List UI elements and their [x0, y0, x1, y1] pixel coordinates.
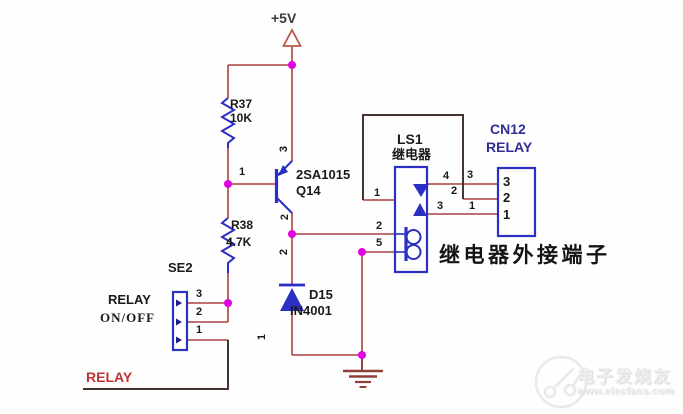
r38-value: 4.7K: [226, 235, 252, 249]
se2-ref: SE2: [168, 260, 193, 275]
relay-contact-upper: [413, 184, 429, 197]
resistor-r38: [220, 217, 236, 273]
caption-relay-terminal: 继电器外接端子: [439, 244, 611, 267]
se2-pin2-label: 2: [196, 306, 203, 318]
cn12-wire2-label: 2: [451, 185, 458, 197]
relay-net-wire: [83, 340, 229, 390]
ls1-ref: LS1: [397, 131, 423, 147]
transistor-q14: [274, 160, 293, 214]
net-label-relay: RELAY: [86, 369, 133, 385]
ls1-pin2-label: 2: [376, 220, 383, 232]
power-symbol: [282, 28, 302, 47]
d15-ref: D15: [309, 287, 333, 302]
cn12-inner-pin3: 3: [503, 174, 511, 189]
se2-function-line2: ON/OFF: [100, 310, 156, 325]
r38-ref: R38: [231, 218, 254, 232]
cn12-inner-pin2: 2: [503, 190, 511, 205]
d15-pin-anode-label: 1: [256, 333, 268, 341]
watermark-site: www.elecfans.com: [577, 386, 675, 397]
power-rail-label: +5V: [271, 10, 297, 26]
q14-ref: Q14: [296, 183, 321, 198]
junction-dots: [224, 61, 366, 359]
bus-wires: [83, 114, 464, 390]
connector-se2: [171, 290, 189, 352]
diode-d15: [279, 283, 305, 311]
relay-contact-lower: [413, 203, 427, 216]
d15-value: IN4001: [290, 303, 332, 318]
elecfans-logo-icon: [534, 355, 588, 409]
d15-pin-cathode-label: 2: [278, 248, 290, 256]
ls1-pin1-label: 1: [374, 187, 381, 199]
se2-function-line1: RELAY: [108, 292, 151, 307]
resistor-r37: [220, 97, 236, 148]
watermark-brand: 电子发烧友: [577, 367, 672, 386]
q14-part: 2SA1015: [296, 167, 351, 182]
connector-cn12: [496, 166, 537, 238]
wires: [187, 47, 498, 356]
relay-ls1: [393, 165, 429, 274]
pnp-emitter-arrow: [278, 165, 288, 176]
se2-pin3-label: 3: [196, 288, 203, 300]
cn12-ref: CN12: [490, 121, 526, 137]
cn12-wire3-label: 3: [467, 169, 474, 181]
q14-pin-base-label: 1: [239, 166, 246, 178]
se2-pin1-label: 1: [196, 324, 203, 336]
cn12-label: RELAY: [486, 139, 533, 155]
ls1-to-cn12-loop-wire: [362, 114, 464, 200]
q14-pin-collector-label: 2: [279, 213, 291, 221]
r37-value: 10K: [230, 111, 253, 125]
ground-symbol: [343, 355, 383, 388]
ls1-name-cn: 继电器: [392, 147, 432, 162]
ls1-pin5-label: 5: [376, 237, 383, 249]
q14-pin-emitter-label: 3: [278, 145, 290, 153]
ls1-pin3-label: 3: [437, 200, 444, 212]
ls1-pin4-label: 4: [443, 170, 450, 182]
r37-ref: R37: [230, 97, 253, 111]
cn12-inner-pin1: 1: [503, 207, 511, 222]
cn12-wire1-label: 1: [469, 200, 476, 212]
